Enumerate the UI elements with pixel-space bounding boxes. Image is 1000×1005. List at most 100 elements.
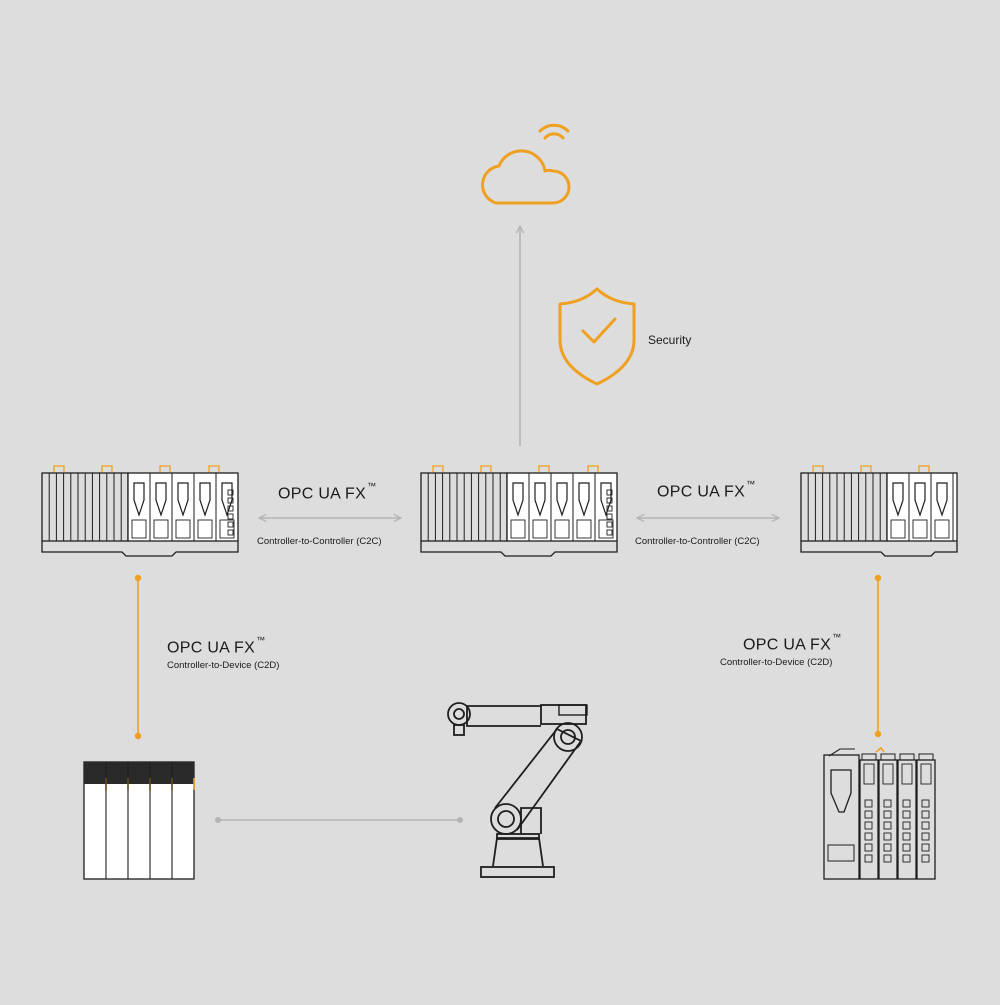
c2d-right-dot-top [874,574,882,582]
controller-module-window [892,482,904,517]
controller-orange-clip [53,465,65,472]
c2c-right-protocol: OPC UA FX™ [657,479,756,501]
controller-module-window [914,482,926,517]
robot-wrist-inner [453,708,465,720]
controller-right [800,465,958,557]
remote-io-terminal [883,810,892,819]
c2d-left-dot-bottom [134,732,142,740]
controller-orange-clip [101,465,113,472]
remote-io-terminal [902,832,911,841]
remote-io-orange-mark [875,746,885,753]
robot-motor [558,704,588,716]
shield-outline [558,287,636,386]
c2d-right-description: Controller-to-Device (C2D) [720,657,833,668]
controller-module-terminal [532,519,548,539]
controller-led [227,529,234,536]
controller-orange-clip [860,465,872,472]
controller-module-terminal [598,519,614,539]
controller-orange-clip [208,465,220,472]
remote-io-slice [916,759,936,880]
controller-orange-clip [432,465,444,472]
controller-cpu-block [886,472,958,542]
controller-led [227,521,234,528]
robot-upper-arm [466,705,541,727]
security-label: Security [648,333,692,347]
controller-module-window [534,482,546,517]
controller-module-window [936,482,948,517]
remote-io-top [828,748,855,757]
remote-io-terminal [864,832,873,841]
controller-orange-clip [812,465,824,472]
remote-io-window [830,769,852,813]
c2c-left-description: Controller-to-Controller (C2C) [257,536,382,547]
c2d-left-protocol-name: OPC UA FX [167,639,256,657]
remote-io-slice [897,759,917,880]
remote-io-slice-top [918,753,934,760]
robot-lower-arm [494,727,583,831]
controller-orange-clip [159,465,171,472]
remote-io-slice-top [861,753,877,760]
remote-io-terminal [883,843,892,852]
remote-io-terminal [921,843,930,852]
controller-module-terminal [510,519,526,539]
c2c-left-protocol-name: OPC UA FX [278,485,367,503]
remote-io-terminal [902,854,911,863]
controller-module-window [199,482,211,517]
remote-io-terminal [921,832,930,841]
controller-module-terminal [934,519,950,539]
wifi-arc-inner [543,132,565,140]
robot-shoulder-inner [497,810,515,828]
c2c-left-trademark: ™ [367,481,377,491]
robot-arm-icon [447,702,588,878]
connectors [134,226,882,823]
controller-module-terminal [131,519,147,539]
controller-module-window [556,482,568,517]
controller-module-window [177,482,189,517]
controller-led [606,521,613,528]
robot-gripper [453,724,465,736]
controller-led [606,489,613,496]
remote-io-terminal [864,821,873,830]
remote-io-terminal [921,799,930,808]
c2c-left-protocol: OPC UA FX™ [278,481,377,503]
c2d-left-dot-top [134,574,142,582]
controller-led [227,489,234,496]
controller-module-window [133,482,145,517]
remote-io-slice-led-bar [920,763,932,785]
c2c-right-trademark: ™ [746,479,756,489]
remote-io-terminal [921,810,930,819]
c2d-right-protocol-name: OPC UA FX [743,636,832,654]
controller-base-rail [800,541,958,557]
io-module-header [84,762,194,784]
controller-module-terminal [576,519,592,539]
remote-io-terminal [883,854,892,863]
io-robot-link-dot-left [215,817,221,823]
remote-io-slice-top [899,753,915,760]
controller-center [420,465,618,557]
remote-io-head [823,754,860,880]
remote-io-icon [823,746,936,880]
c2d-left-description: Controller-to-Device (C2D) [167,660,280,671]
robot-shoulder-outer [490,803,522,835]
shield-check-icon [558,287,636,386]
controller-led [606,529,613,536]
c2d-right-trademark: ™ [832,632,842,642]
controller-module-terminal [153,519,169,539]
robot-base-pedestal [492,837,544,867]
controller-module-terminal [554,519,570,539]
controller-module-terminal [175,519,191,539]
controller-left [41,465,239,557]
remote-io-terminal [883,832,892,841]
controller-module-window [155,482,167,517]
controller-module-window [578,482,590,517]
controller-led [227,505,234,512]
remote-io-label-plate [827,844,855,862]
io-robot-link-dot-right [457,817,463,823]
controller-led [606,513,613,520]
remote-io-terminal [883,821,892,830]
wifi-arc-outer [538,123,570,133]
c2d-left-protocol: OPC UA FX™ [167,635,265,657]
remote-io-slice [859,759,879,880]
controller-orange-clip [538,465,550,472]
